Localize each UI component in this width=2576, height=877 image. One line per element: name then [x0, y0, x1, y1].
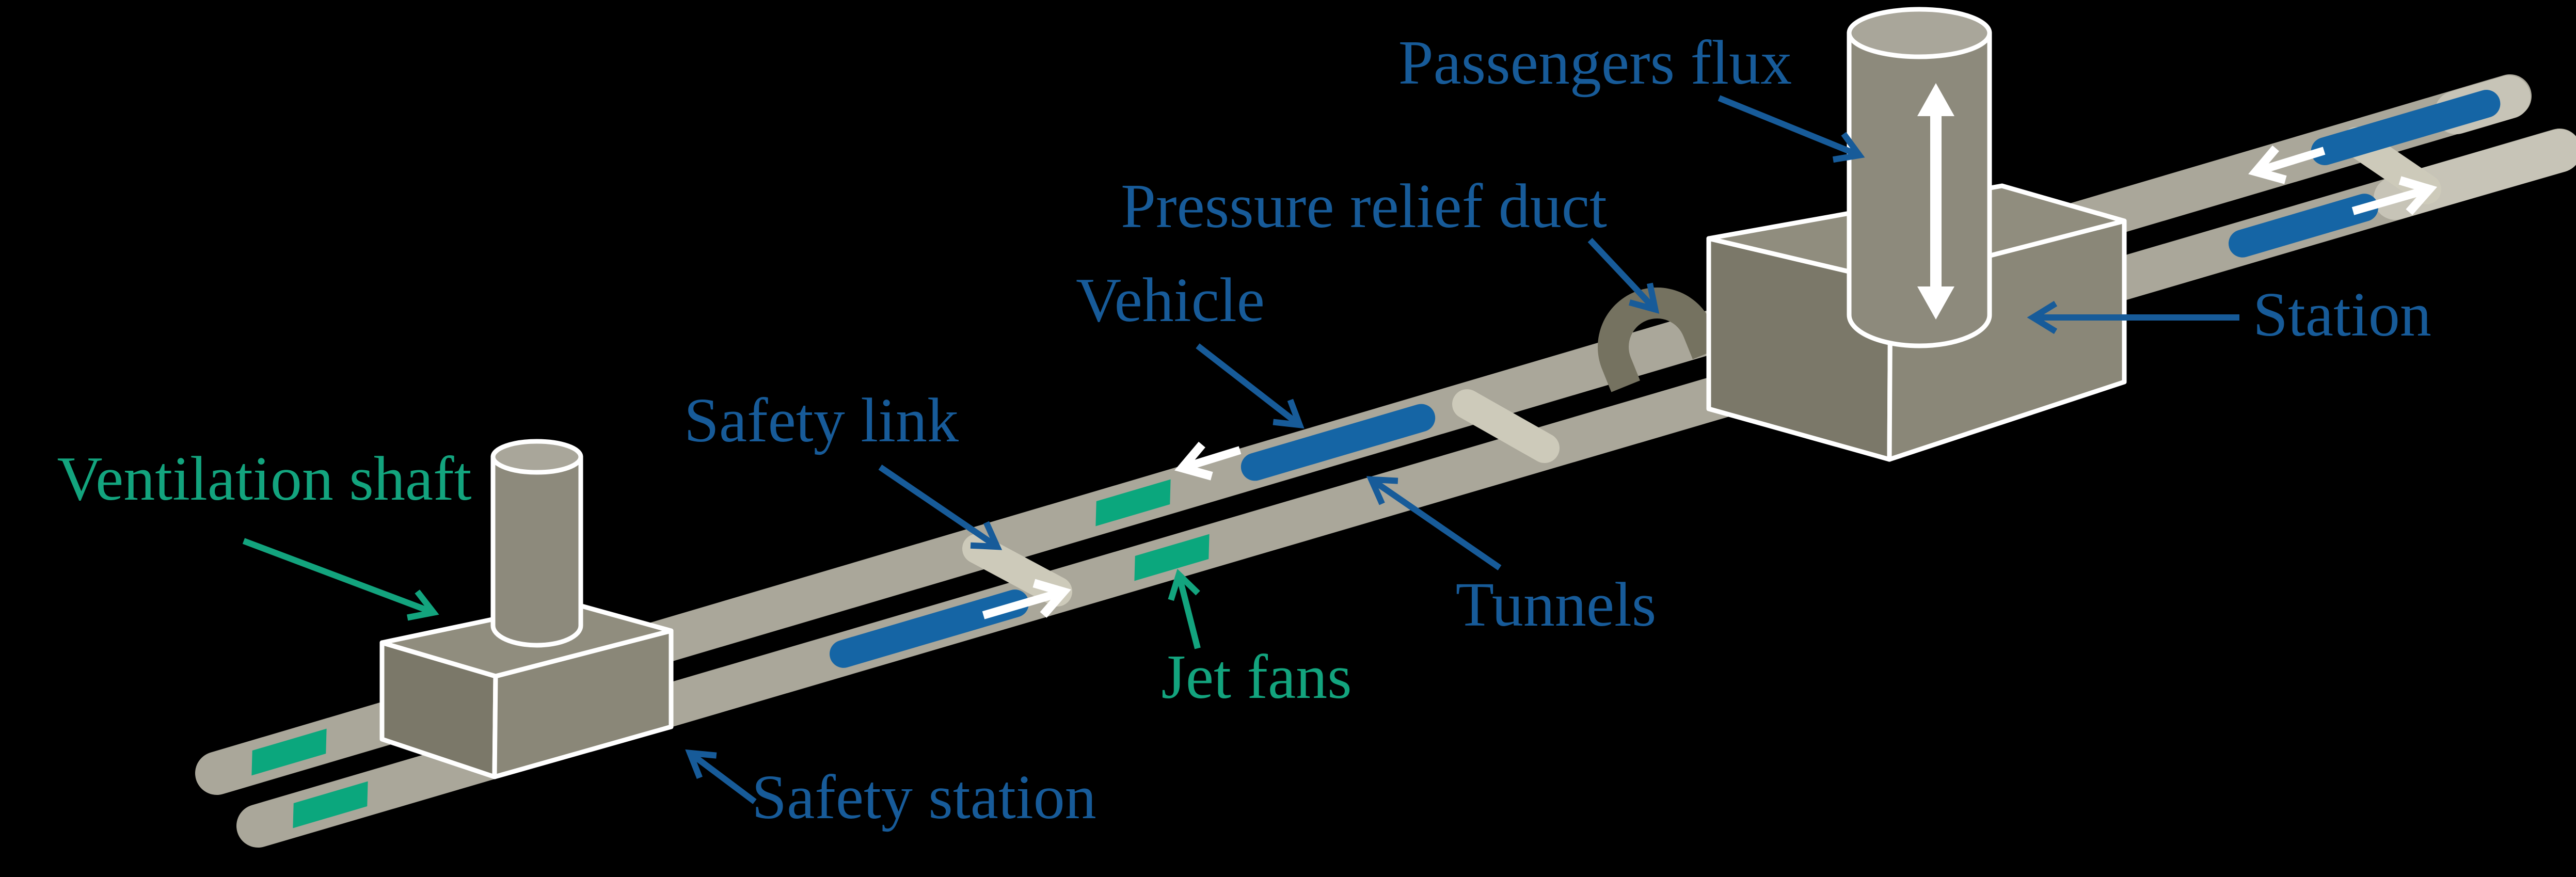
pressure-relief-duct-arch	[1598, 288, 1722, 392]
station-access-cylinder-top	[1847, 7, 1992, 59]
direction-arrows-group	[982, 145, 2438, 619]
jet-fans-group	[251, 479, 1210, 828]
vehicle-far-middle	[1241, 404, 1436, 481]
safety-station-box	[379, 439, 674, 779]
vehicle-direction-left-arrow-icon	[1174, 441, 1242, 481]
jet-fan-far-stub	[251, 728, 327, 776]
vehicle-near-middle	[830, 589, 1029, 668]
ventilation-shaft-cylinder-top	[490, 439, 583, 475]
ventilation-shaft-leader-arrow-icon	[242, 538, 439, 621]
vehicle-near-right	[2229, 194, 2378, 258]
vehicles-group	[830, 89, 2501, 668]
passengers-flux-leader-arrow-icon	[1718, 95, 1865, 163]
vehicle-direction-right-arrow-icon	[982, 579, 1072, 619]
vehicle-leader-arrow-icon	[1196, 343, 1305, 429]
jet-fan-near-stub	[293, 781, 368, 828]
vehicle-label: Vehicle	[1076, 265, 1265, 335]
leader-arrows-group	[242, 95, 2239, 804]
jet-fans-leader-arrow-icon	[1168, 568, 1201, 649]
safety-link-middle	[962, 534, 1072, 607]
jet-fan-far-middle	[1095, 479, 1171, 527]
vehicle-far-right	[2311, 89, 2501, 166]
safety-link-near-station	[1452, 389, 1560, 463]
tunnels-leader-arrow-icon	[1366, 476, 1502, 570]
station-box	[1706, 7, 2127, 462]
labels-group: Passengers flux Pressure relief duct Veh…	[57, 28, 2431, 832]
safety-station-label: Safety station	[752, 762, 1096, 832]
passengers-flux-label: Passengers flux	[1398, 28, 1792, 98]
ventilation-shaft-cylinder	[490, 454, 583, 648]
vehicle-direction-right-arrow-icon	[2351, 176, 2438, 215]
station-access-cylinder	[1847, 30, 1992, 348]
tunnels-label: Tunnels	[1456, 570, 1657, 640]
jet-fans-label: Jet fans	[1161, 642, 1351, 712]
safety-link-label: Safety link	[684, 386, 959, 455]
jet-fan-near-middle	[1134, 534, 1210, 581]
pressure-relief-duct-label: Pressure relief duct	[1121, 171, 1607, 241]
station-label: Station	[2253, 280, 2431, 349]
vehicle-direction-left-arrow-icon	[2248, 145, 2326, 184]
safety-station-leader-arrow-icon	[685, 749, 757, 804]
ventilation-shaft-label: Ventilation shaft	[57, 444, 471, 514]
pressure-relief-duct-leader-arrow-icon	[1587, 237, 1660, 314]
safety-link-leader-arrow-icon	[878, 465, 1003, 550]
